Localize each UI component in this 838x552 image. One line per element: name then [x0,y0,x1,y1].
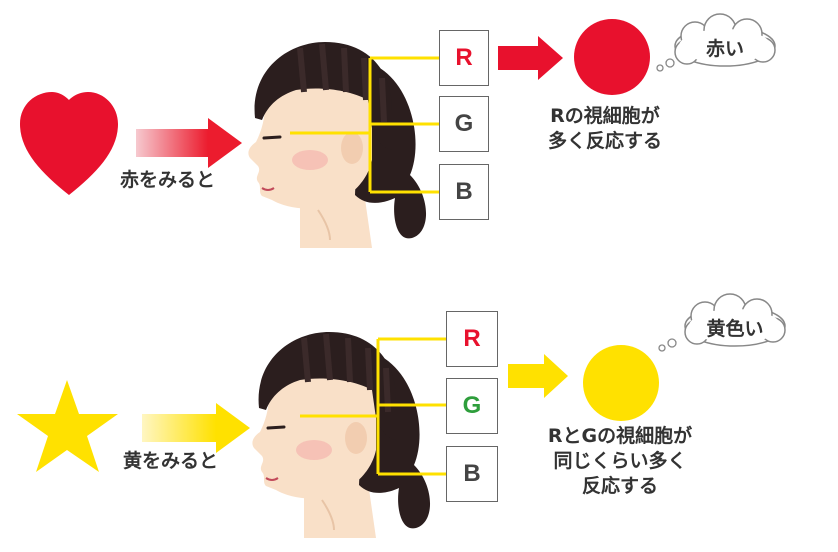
star-icon [17,380,118,472]
stimulus-label-yellow: 黄をみると [123,450,219,472]
thought-bubble-top [656,13,776,72]
cone-box-b-top: B [439,164,489,220]
result-text-top: Rの視細胞が 多く反応する [520,104,690,154]
result-line: 多く反応する [547,130,662,152]
cone-box-r-bottom: R [446,311,498,367]
arrow-right-yellow [508,354,568,398]
cone-box-g-top: G [439,96,489,152]
result-line: 同じくらい多く [553,450,687,472]
cone-letter: G [454,110,474,137]
result-circle-red [574,19,650,95]
thought-bubble-bottom [658,293,786,352]
arrow-right-red-gradient [136,118,242,168]
cone-letter: B [455,178,473,205]
cone-box-b-bottom: B [446,446,498,502]
thought-text-top: 赤い [705,38,744,60]
signal-lines-bottom [300,337,446,476]
signal-lines-top [290,56,439,194]
arrow-right-red [498,36,563,80]
result-circle-yellow [583,345,659,421]
face-profile-top [248,42,426,248]
result-line: RとGの視細胞が [547,425,693,447]
cone-box-g-bottom: G [446,378,498,434]
stimulus-label-red: 赤をみると [120,169,216,191]
arrow-right-yellow-gradient [142,403,250,453]
cone-letter: G [462,392,482,419]
result-line: 反応する [581,475,658,497]
thought-text-bottom: 黄色い [706,318,764,340]
face-profile-bottom [252,332,430,538]
result-text-bottom: RとGの視細胞が 同じくらい多く 反応する [525,424,715,499]
cone-letter: R [463,325,481,352]
heart-icon [20,92,118,195]
cone-letter: B [463,460,481,487]
cone-box-r-top: R [439,30,489,86]
cone-letter: R [455,44,473,71]
result-line: Rの視細胞が [550,105,660,127]
